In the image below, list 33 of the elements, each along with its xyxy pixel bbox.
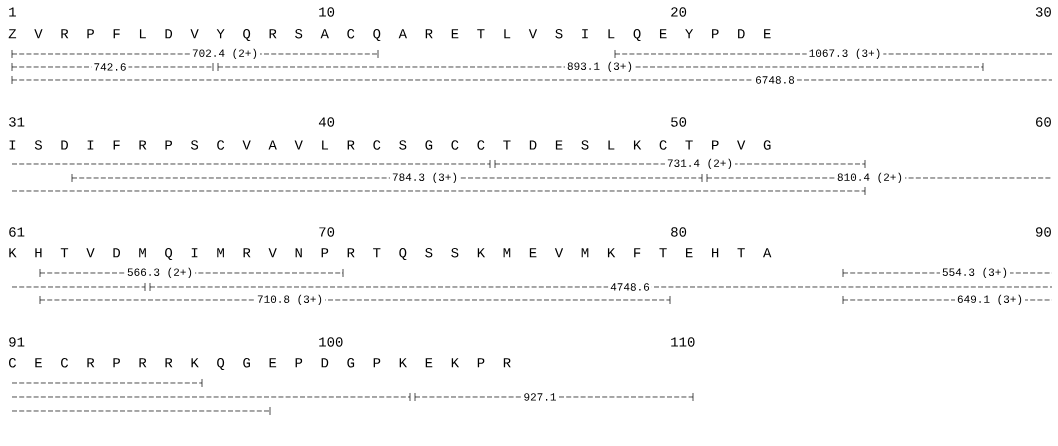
- mass-label: 893.1 (3+): [565, 59, 635, 75]
- mass-label: 702.4 (2+): [190, 46, 260, 62]
- mass-label: 554.3 (3+): [940, 265, 1010, 281]
- mass-label: 649.1 (3+): [955, 292, 1025, 308]
- sequence-row: C E C R P R R K Q G E P D G P K E K P R: [9, 358, 511, 370]
- residue-number: 30: [1035, 7, 1051, 17]
- mass-label: 4748.6: [608, 281, 652, 293]
- residue-number: 50: [671, 117, 687, 127]
- mass-label: 1067.3 (3+): [806, 46, 884, 62]
- residue-number: 1: [9, 7, 16, 17]
- residue-number: 110: [671, 337, 695, 347]
- sequence-row: Z V R P F L D V Y Q R S A C Q A R E T L V S I L Q E Y P D E: [8, 29, 771, 41]
- sequence-row: K H T V D M Q I M R V N P R T Q S S K M E V M K F T E H T A: [9, 248, 772, 260]
- residue-number: 20: [671, 7, 687, 17]
- residue-number: 60: [1036, 117, 1051, 127]
- mass-label: 810.4 (2+): [835, 170, 905, 186]
- residue-number: 91: [9, 337, 25, 347]
- mass-label: 710.8 (3+): [255, 292, 325, 308]
- residue-number: 61: [9, 227, 25, 237]
- residue-number: 31: [9, 117, 25, 127]
- sequence-row: I S D I F R P S C V A V L R C S G C C T D E S L K C T P V G: [9, 140, 771, 150]
- residue-number: 70: [319, 227, 335, 237]
- residue-number: 10: [319, 7, 335, 17]
- residue-number: 40: [318, 117, 335, 127]
- mass-label: 742.6: [91, 61, 129, 73]
- mass-label: 566.3 (2+): [125, 265, 195, 281]
- mass-label: 731.4 (2+): [665, 156, 735, 172]
- residue-number: 80: [671, 227, 687, 237]
- residue-number: 90: [1035, 227, 1051, 237]
- residue-number: 100: [319, 337, 343, 347]
- mass-label: 784.3 (3+): [390, 170, 460, 186]
- mass-label: 927.1: [521, 391, 559, 403]
- mass-label: 6748.8: [753, 74, 797, 86]
